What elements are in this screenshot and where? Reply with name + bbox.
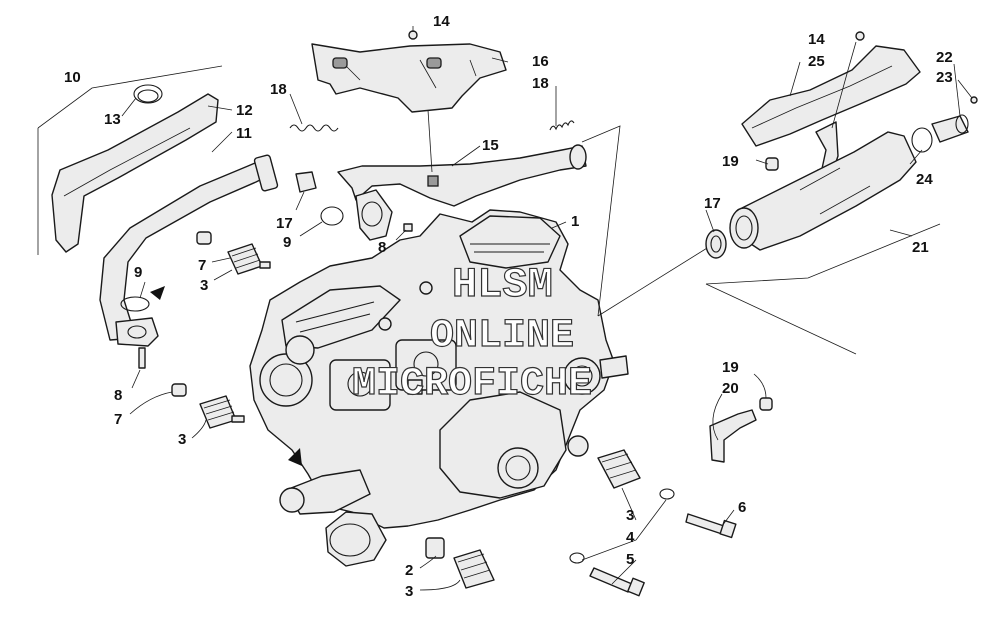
callout-14-top: 14 — [433, 13, 450, 30]
mount-nut-upper-left — [196, 231, 212, 245]
callout-17-left: 17 — [276, 215, 293, 232]
callout-9-middle: 9 — [283, 234, 291, 251]
bolt-left — [138, 347, 146, 369]
y-pipe-outlet — [569, 144, 587, 170]
engine-mount-upper-left — [227, 243, 271, 275]
callout-numbers: 1 2 3 3 3 3 4 5 6 7 7 8 8 9 9 10 11 12 1… — [64, 13, 953, 600]
callout-20: 20 — [722, 380, 739, 397]
muffler-group-bracket — [581, 125, 941, 355]
callout-8-middle: 8 — [378, 239, 386, 256]
clamp — [133, 84, 163, 104]
grommet-lower — [759, 397, 773, 411]
header-pipe-group-bracket — [37, 65, 223, 255]
gasket-sleeve-left — [295, 171, 317, 193]
watermark-line-1: HLSM — [452, 261, 553, 309]
callout-9-left: 9 — [134, 264, 142, 281]
muffler-heat-shield — [741, 45, 921, 147]
callout-22: 22 — [936, 49, 953, 66]
muffler — [741, 131, 917, 251]
engine-mount-bottom — [453, 549, 495, 589]
grommet-upper — [765, 157, 779, 171]
spring-left — [289, 124, 339, 132]
reference-arrow-upper — [150, 286, 165, 300]
muffler-mount-bracket — [709, 409, 757, 463]
bolt-long-lower — [589, 567, 645, 597]
y-pipe-inlet — [355, 189, 393, 241]
bolt-middle — [403, 223, 413, 232]
washer-lower — [569, 552, 585, 564]
callout-3-bottom: 3 — [405, 583, 413, 600]
callout-7-lower: 7 — [114, 411, 122, 428]
callout-1: 1 — [571, 213, 579, 230]
watermark-line-3: MICROFICHE — [352, 362, 592, 407]
gasket-ring-left — [120, 296, 150, 312]
callout-7-upper: 7 — [198, 257, 206, 274]
engine-mount-lower-right — [597, 449, 641, 489]
callout-16: 16 — [532, 53, 549, 70]
callout-17-right: 17 — [704, 195, 721, 212]
callout-4: 4 — [626, 529, 635, 546]
callout-23: 23 — [936, 69, 953, 86]
callout-12: 12 — [236, 102, 253, 119]
leader-lines — [121, 26, 973, 591]
gasket-ring-middle — [320, 206, 344, 226]
gasket-right — [705, 229, 727, 259]
callout-11: 11 — [236, 125, 252, 142]
screw-top-center — [408, 30, 418, 40]
callout-14-right: 14 — [808, 31, 825, 48]
callout-13: 13 — [104, 111, 121, 128]
callout-5: 5 — [626, 551, 634, 568]
callout-18-right: 18 — [532, 75, 549, 92]
spark-arrestor — [931, 114, 969, 143]
callout-3-right: 3 — [626, 507, 634, 524]
spacer-bushing — [425, 537, 445, 559]
exhaust-flange — [115, 317, 159, 347]
callout-15: 15 — [482, 137, 499, 154]
callout-19-upper: 19 — [722, 153, 739, 170]
callout-6: 6 — [738, 499, 746, 516]
reference-arrow-lower — [288, 448, 302, 466]
mount-nut-lower-left — [171, 383, 187, 397]
header-heat-shield — [51, 93, 219, 253]
watermark: HLSM ONLINE MICROFICHE — [351, 260, 592, 407]
callout-10: 10 — [64, 69, 81, 86]
spring-right — [549, 120, 575, 131]
screw-top-right — [855, 31, 865, 41]
engine-assembly — [249, 209, 629, 567]
header-pipe-flange — [253, 154, 279, 192]
bolt-long-upper — [685, 513, 737, 539]
callout-3-lower-left: 3 — [178, 431, 186, 448]
engine-port-right — [497, 447, 539, 489]
washer-upper — [659, 488, 675, 500]
callout-18-left: 18 — [270, 81, 287, 98]
callout-21: 21 — [912, 239, 929, 256]
callout-2: 2 — [405, 562, 413, 579]
upper-heat-shield — [311, 43, 507, 113]
engine-mount-lower-left — [199, 395, 245, 429]
callout-3-upper-left: 3 — [200, 277, 208, 294]
callout-8-left: 8 — [114, 387, 122, 404]
callout-19-lower: 19 — [722, 359, 739, 376]
callout-25: 25 — [808, 53, 825, 70]
exhaust-y-pipe — [337, 145, 587, 207]
watermark-line-2: ONLINE — [430, 314, 574, 359]
muffler-clamp — [911, 127, 933, 153]
callout-24: 24 — [916, 171, 933, 188]
arrestor-screw — [970, 96, 978, 104]
